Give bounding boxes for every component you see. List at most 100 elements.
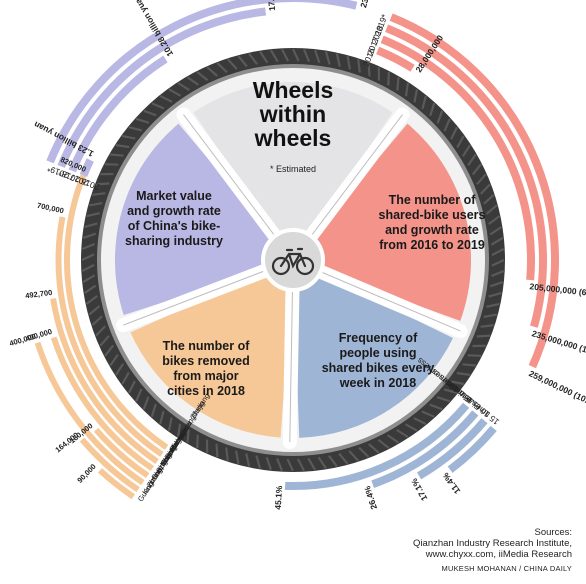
tire-tread-mark — [269, 49, 279, 63]
bikes-bar-1 — [55, 216, 164, 457]
freq-bar-2 — [417, 418, 488, 480]
tire-tread-mark — [226, 58, 238, 70]
tire-tread-mark — [206, 66, 218, 77]
tire-tread-mark — [489, 226, 503, 236]
estimated-note: * Estimated — [270, 164, 316, 174]
bikes-value-label-1: 700,000 — [36, 201, 64, 215]
tire-tread-mark — [225, 447, 229, 461]
tire-tread-mark — [387, 71, 390, 86]
hub — [261, 228, 325, 292]
bikes-bar-3 — [50, 336, 155, 471]
tire-tread-mark — [443, 388, 458, 394]
tire-tread-mark — [436, 396, 451, 403]
tire-tread-mark — [476, 334, 491, 338]
tire-tread-mark — [121, 371, 130, 385]
tire-tread-mark — [396, 77, 400, 91]
tire-tread-mark — [358, 446, 370, 458]
bikes-bar-4 — [93, 427, 150, 479]
tire-tread-mark — [142, 396, 150, 410]
tire-tread-mark — [167, 417, 173, 431]
tire-tread-mark — [92, 192, 106, 196]
tire-tread-mark — [196, 434, 199, 449]
tire-tread-mark — [490, 236, 504, 246]
tire-tread-mark — [104, 163, 119, 166]
bikes-sector — [130, 260, 293, 438]
credit-line: MUKESH MOHANAN / CHINA DAILY — [441, 564, 572, 573]
title-sector — [193, 81, 393, 260]
title-line-3: wheels — [254, 125, 332, 151]
freq-bar-3 — [447, 425, 497, 473]
tire-tread-mark — [413, 417, 427, 425]
tire-tread-mark — [81, 242, 96, 251]
tire-tread-mark — [377, 438, 390, 449]
tire-tread-mark — [404, 423, 418, 432]
market-bar-3 — [46, 0, 358, 164]
tire-tread-mark — [110, 153, 124, 157]
tire-tread-mark — [368, 443, 380, 454]
tire-tread-mark — [82, 232, 97, 239]
tire-tread-mark — [196, 71, 209, 82]
tire-tread-mark — [237, 55, 248, 68]
tire-tread-mark — [109, 353, 119, 367]
tire-tread-mark — [85, 295, 98, 305]
users-heading-line-3: and growth rate — [385, 223, 479, 237]
title-line-2: within — [259, 101, 326, 127]
tire-tread-mark — [259, 50, 269, 64]
market-heading-line-3: of China's bike- — [128, 219, 221, 233]
ring-bars-layer — [34, 0, 559, 500]
tire-tread-mark — [151, 102, 165, 110]
tire-tread-mark — [122, 134, 136, 140]
title-line-1: Wheels — [253, 77, 334, 103]
tire-tread-mark — [467, 354, 482, 357]
tire-tread-mark — [89, 202, 103, 207]
tire-tread-mark — [338, 452, 349, 465]
users-bar-0 — [376, 46, 415, 72]
tire-tread-mark — [159, 95, 173, 103]
frequency-heading-line-3: shared bikes every — [322, 361, 435, 375]
freq-bar-0 — [284, 402, 470, 490]
tire-tread-mark — [292, 48, 300, 62]
tire-tread-mark — [150, 403, 157, 418]
tire-tread-mark — [81, 253, 95, 261]
frequency-heading-line-1: Frequency of — [339, 331, 418, 345]
bikes-bar-5 — [34, 341, 145, 486]
sources-label: Sources: — [534, 527, 573, 538]
tire-tread-mark — [357, 59, 361, 73]
tire-tread-mark — [286, 458, 294, 472]
tire-tread-mark — [480, 324, 494, 328]
bicycle-icon — [271, 247, 315, 276]
sources-line-2: www.chyxx.com, iiMedia Research — [425, 549, 572, 560]
tire-tread-mark — [245, 453, 251, 467]
tire-tread-mark — [317, 456, 327, 470]
tire-tread-mark — [476, 173, 487, 185]
market-bar-1 — [68, 55, 168, 173]
freq-value-label-3: 11.4% — [440, 470, 462, 495]
tire-tread-mark — [307, 457, 317, 471]
users-bar-2 — [385, 24, 547, 328]
tire-tread-mark — [186, 76, 200, 86]
users-heading-line-2: shared-bike users — [379, 208, 486, 222]
tire-tread-mark — [135, 388, 143, 402]
tire-tread-mark — [483, 193, 495, 205]
tire-tread-mark — [486, 302, 500, 308]
tire-tread-mark — [456, 371, 471, 376]
tire-tread-mark — [436, 110, 444, 124]
tire-tread-mark — [328, 455, 338, 468]
bikes-value-label-2: 492,700 — [25, 288, 53, 301]
tire-tread-mark — [115, 363, 125, 376]
tire-tread-mark — [461, 144, 471, 157]
tire-tread-mark — [99, 335, 110, 347]
tire-tread-mark — [159, 410, 165, 425]
tire-tread-mark — [462, 363, 476, 367]
sources-block: Sources: Qianzhan Industry Research Inst… — [312, 527, 572, 560]
tire-tread-mark — [86, 212, 100, 218]
tire-tread-mark — [479, 183, 491, 195]
tire-tread-mark — [248, 52, 258, 65]
tire-tread-mark — [168, 88, 182, 97]
tire-tread-mark — [135, 117, 150, 124]
tire-tread-mark — [491, 248, 505, 257]
tire-tread-mark — [128, 126, 143, 132]
tire-tread-mark — [215, 443, 219, 458]
tire-tread-mark — [275, 457, 284, 472]
